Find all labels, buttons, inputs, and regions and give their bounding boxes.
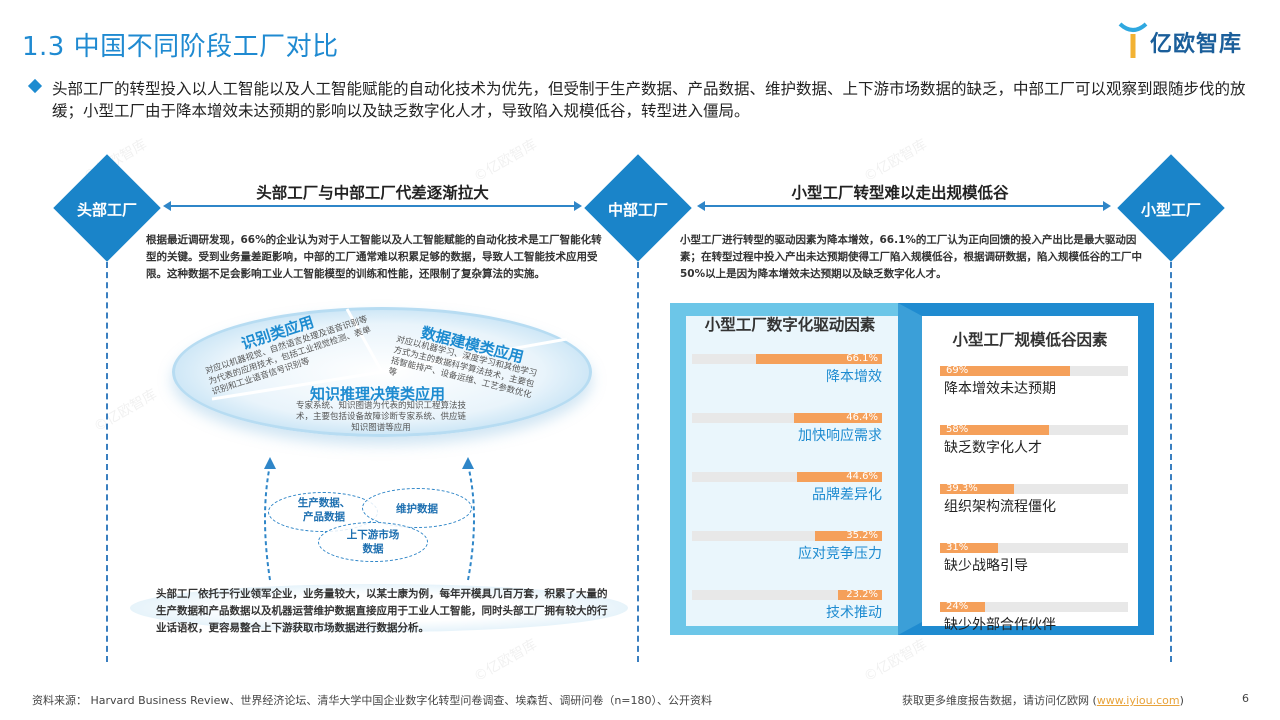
bar-row: 24% 缺少外部合作伙伴 [940, 598, 1128, 657]
brand-logo: 亿欧智库 [1118, 20, 1268, 62]
bar-category-label: 品牌差异化 [812, 487, 882, 503]
bar-value-label: 46.4% [846, 412, 878, 423]
bar-category-label: 缺少外部合作伙伴 [944, 617, 1056, 633]
intro-text: 头部工厂的转型投入以人工智能以及人工智能赋能的自动化技术为优先，但受制于生产数据… [52, 80, 1246, 120]
logo-icon [1118, 22, 1148, 58]
bar-row: 23.2% 技术推动 [686, 586, 882, 645]
bar-category-label: 缺乏数字化人才 [944, 440, 1042, 456]
timeline-dash-mid [637, 262, 639, 662]
category-reasoning-desc: 专家系统、知识图谱为代表的知识工程算法技术，主要包括设备故障诊断专家系统、供应链… [295, 401, 466, 433]
watermark: ©亿欧智库 [91, 386, 160, 436]
bar: 31% [940, 543, 998, 553]
bar-track: 23.2% [692, 590, 882, 600]
bar-track: 66.1% [692, 354, 882, 364]
watermark: ©亿欧智库 [471, 136, 540, 186]
page-title: 1.3 中国不同阶段工厂对比 [22, 32, 339, 62]
bar: 39.3% [940, 484, 1014, 494]
bar-track: 46.4% [692, 413, 882, 423]
bar-value-label: 58% [946, 424, 969, 435]
timeline-dash-head [106, 262, 108, 662]
bar-category-label: 缺少战略引导 [944, 558, 1028, 574]
left-footer-paragraph: 头部工厂依托于行业领军企业，业务量较大，以某士康为例，每年开模具几百万套，积累了… [156, 588, 608, 634]
bar-category-label: 加快响应需求 [798, 428, 882, 444]
source-note: 资料来源： Harvard Business Review、世界经济论坛、清华大… [32, 694, 713, 707]
intro-block: 头部工厂的转型投入以人工智能以及人工智能赋能的自动化技术为优先，但受制于生产数据… [27, 78, 1265, 122]
bar-row: 31% 缺少战略引导 [940, 539, 1128, 598]
arrow-right-icon [574, 201, 582, 211]
bar-row: 35.2% 应对竞争压力 [686, 527, 882, 586]
bar-value-label: 44.6% [846, 471, 878, 482]
bar-category-label: 技术推动 [826, 605, 882, 621]
bar-track: 69% [940, 366, 1128, 376]
bar-track: 58% [940, 425, 1128, 435]
bar-category-label: 应对竞争压力 [798, 546, 882, 562]
bar: 58% [940, 425, 1049, 435]
chart-panel-drivers-inner [686, 316, 898, 626]
arrow-left-icon [697, 201, 705, 211]
bar-row: 66.1% 降本增效 [686, 350, 882, 409]
left-paragraph: 根据最近调研发现，66%的企业认为对于人工智能以及人工智能赋能的自动化技术是工厂… [146, 234, 602, 280]
section-heading-left: 头部工厂与中部工厂代差逐渐拉大 [256, 184, 489, 202]
bar-row: 46.4% 加快响应需求 [686, 409, 882, 468]
section-heading-right: 小型工厂转型难以走出规模低谷 [791, 184, 1009, 202]
bar-value-label: 24% [946, 601, 969, 612]
bar-value-label: 66.1% [846, 353, 878, 364]
bar-value-label: 35.2% [846, 530, 878, 541]
footer-ellipse [130, 584, 628, 632]
bar-value-label: 39.3% [946, 483, 978, 494]
stage-label-mid: 中部工厂 [607, 201, 668, 219]
stage-label-small: 小型工厂 [1140, 201, 1201, 219]
chart-title-drivers: 小型工厂数字化驱动因素 [704, 316, 876, 334]
bar-track: 24% [940, 602, 1128, 612]
panel-fold-shape [898, 303, 922, 635]
bar: 35.2% [815, 531, 882, 541]
ellipse-dividers [211, 308, 568, 401]
section-line-left [170, 205, 575, 207]
bar: 23.2% [838, 590, 882, 600]
timeline-dash-small [1170, 262, 1172, 662]
bubble-market-label: 上下游市场 数据 [346, 529, 400, 555]
bar: 46.4% [794, 413, 882, 423]
bar-track: 39.3% [940, 484, 1128, 494]
section-line-right [704, 205, 1104, 207]
bar-value-label: 23.2% [846, 589, 878, 600]
more-info-prefix: 获取更多维度报告数据，请访问亿欧网 ( [902, 694, 1097, 707]
logo-text: 亿欧智库 [1150, 32, 1243, 57]
right-paragraph: 小型工厂进行转型的驱动因素为降本增效，66.1%的工厂认为正向回馈的投入产出比是… [680, 234, 1142, 280]
bubble-production-label: 生产数据、 产品数据 [297, 497, 351, 523]
arrow-left-icon [163, 201, 171, 211]
bar-track: 31% [940, 543, 1128, 553]
bar-row: 44.6% 品牌差异化 [686, 468, 882, 527]
iyiou-link[interactable]: www.iyiou.com [1096, 694, 1180, 707]
data-flow-arrows [264, 457, 475, 581]
bar-value-label: 69% [946, 365, 969, 376]
bar-row: 58% 缺乏数字化人才 [940, 421, 1128, 480]
more-info-suffix: ) [1179, 694, 1184, 707]
bubble-market-data [318, 522, 428, 562]
category-reasoning-title: 知识推理决策类应用 [310, 385, 446, 403]
arrow-right-icon [1103, 201, 1111, 211]
chart-title-trough: 小型工厂规模低谷因素 [952, 331, 1108, 349]
bar-track: 35.2% [692, 531, 882, 541]
bar-value-label: 31% [946, 542, 969, 553]
bar-category-label: 降本增效 [826, 369, 882, 385]
watermark: ©亿欧智库 [471, 636, 540, 686]
page-number: 6 [1242, 692, 1249, 705]
more-info-text: 获取更多维度报告数据，请访问亿欧网 (www.iyiou.com) [902, 692, 1184, 708]
chart-drivers: 66.1% 降本增效 46.4% 加快响应需求 44.6% 品牌差异化 35.2% 应对竞争压… [686, 350, 882, 621]
stage-label-head: 头部工厂 [76, 201, 137, 219]
chart-trough: 69% 降本增效未达预期 58% 缺乏数字化人才 39.3% 组织架构流程僵化 31% 缺少战… [940, 362, 1130, 633]
bar-track: 44.6% [692, 472, 882, 482]
bar-row: 69% 降本增效未达预期 [940, 362, 1128, 421]
bar-category-label: 组织架构流程僵化 [944, 499, 1056, 515]
bar-row: 39.3% 组织架构流程僵化 [940, 480, 1128, 539]
bubble-maintenance-label: 维护数据 [396, 503, 438, 515]
bar: 69% [940, 366, 1070, 376]
watermark: ©亿欧智库 [861, 136, 930, 186]
bar: 24% [940, 602, 985, 612]
bar: 44.6% [797, 472, 882, 482]
bar-category-label: 降本增效未达预期 [944, 381, 1056, 397]
bar: 66.1% [756, 354, 882, 364]
